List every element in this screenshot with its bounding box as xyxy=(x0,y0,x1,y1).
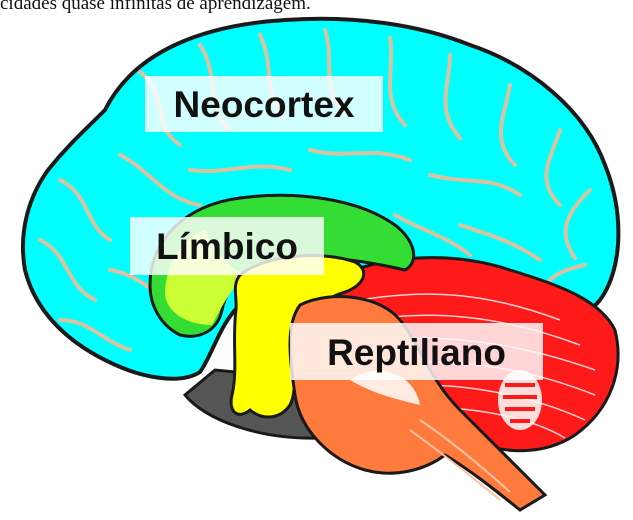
label-limbico: Límbico xyxy=(130,217,324,275)
label-neocortex: Neocortex xyxy=(145,76,383,132)
label-reptiliano: Reptiliano xyxy=(290,323,543,380)
